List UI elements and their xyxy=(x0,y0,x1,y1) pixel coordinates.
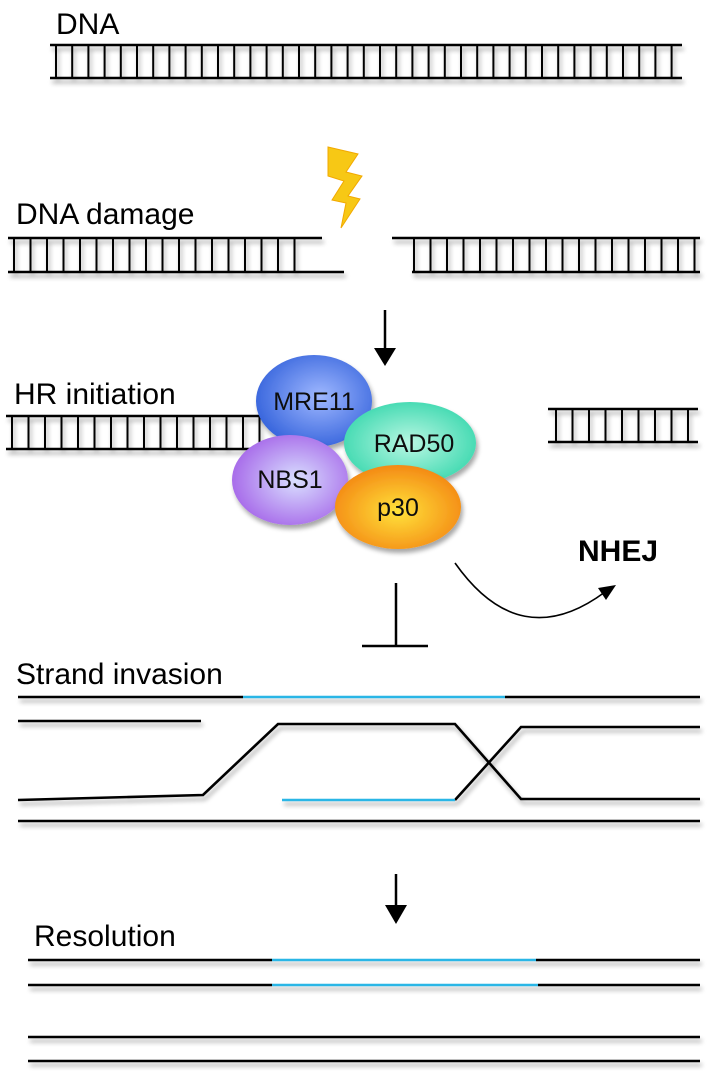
label-resolution: Resolution xyxy=(34,920,176,953)
label-hr-initiation: HR initiation xyxy=(14,378,176,411)
dna-double-helix xyxy=(50,43,682,80)
hr-dna-left xyxy=(6,414,280,451)
rad50-label: RAD50 xyxy=(374,430,455,458)
label-dna-damage: DNA damage xyxy=(16,198,194,231)
nbs1-label: NBS1 xyxy=(257,466,322,494)
p30-label: p30 xyxy=(377,494,419,522)
label-dna: DNA xyxy=(56,8,119,41)
down-arrow-icon xyxy=(374,310,396,366)
mre11-protein: MRE11 xyxy=(256,355,372,447)
mrn-complex: MRE11 RAD50 NBS1 p30 xyxy=(232,355,476,549)
nbs1-protein: NBS1 xyxy=(232,435,348,525)
inhibition-icon xyxy=(362,583,428,648)
label-strand-invasion: Strand invasion xyxy=(16,658,223,691)
p30-protein: p30 xyxy=(335,465,461,549)
hr-dna-right xyxy=(548,407,698,444)
resolution-strands xyxy=(28,958,700,1063)
broken-dna-right xyxy=(392,236,700,274)
nhej-arrow-icon xyxy=(454,562,616,619)
lightning-icon xyxy=(327,146,363,229)
down-arrow-icon xyxy=(385,874,407,924)
label-nhej: NHEJ xyxy=(578,535,658,568)
mre11-label: MRE11 xyxy=(273,388,355,416)
rad50-protein: RAD50 xyxy=(344,402,476,484)
strand-invasion-structure xyxy=(17,695,700,823)
broken-dna-left xyxy=(8,236,344,274)
